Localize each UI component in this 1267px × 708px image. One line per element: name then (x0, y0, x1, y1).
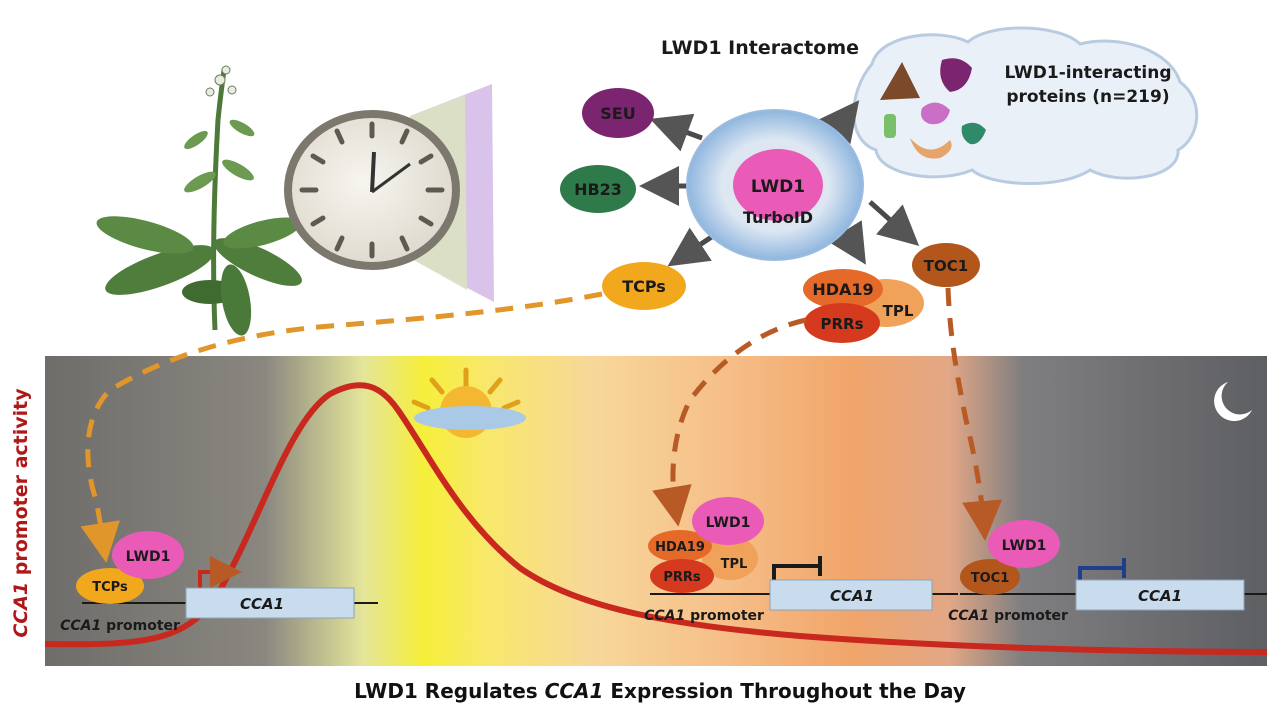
night-promoter-rest: promoter (989, 608, 1068, 624)
afternoon-promoter-label: CCA1 promoter (644, 608, 764, 624)
yaxis-gene: CCA1 (10, 582, 32, 638)
toc1-label: TOC1 (924, 257, 968, 275)
morning-tcps-label: TCPs (92, 580, 128, 595)
afternoon-lwd1-label: LWD1 (706, 515, 751, 531)
afternoon-gene-label: CCA1 (830, 587, 874, 605)
night-promoter-unit: CCA1 TOC1 LWD1 CCA1 promoter (948, 520, 1267, 624)
protein-hb23: HB23 (560, 165, 636, 213)
night-promoter-gene: CCA1 (948, 608, 989, 624)
interactome-arrows (639, 100, 920, 267)
protein-teal-icon (961, 122, 986, 145)
afternoon-prrs-label: PRRs (663, 570, 701, 585)
cloud-label-line2: proteins (n=219) (1006, 87, 1169, 107)
night-lwd1-label: LWD1 (1002, 538, 1047, 554)
hda19-label: HDA19 (812, 280, 873, 299)
morning-lwd1-label: LWD1 (126, 549, 171, 565)
moon-icon (1214, 382, 1252, 422)
sun-icon (411, 367, 526, 438)
caption-before: LWD1 Regulates (354, 679, 545, 703)
afternoon-promoter-rest: promoter (685, 608, 764, 624)
morning-promoter-rest: promoter (101, 618, 180, 634)
tcps-label: TCPs (622, 277, 666, 296)
figure-caption: LWD1 Regulates CCA1 Expression Throughou… (354, 679, 966, 703)
night-promoter-label: CCA1 promoter (948, 608, 1068, 624)
night-gene-label: CCA1 (1138, 587, 1182, 605)
protein-toc1: TOC1 (912, 243, 980, 287)
toc1-dashed-arrow (945, 287, 1003, 541)
night-repressed-marker (1078, 558, 1126, 583)
afternoon-gene-box (769, 579, 933, 611)
yaxis-rest: promoter activity (10, 388, 32, 582)
morning-promoter-label: CCA1 promoter (60, 618, 180, 634)
hb23-label: HB23 (574, 180, 622, 199)
yaxis-label: CCA1 promoter activity (10, 388, 32, 638)
night-gene-box (1075, 579, 1245, 611)
caption-gene: CCA1 (545, 679, 604, 703)
caption-after: Expression Throughout the Day (603, 679, 966, 703)
interactome-title: LWD1 Interactome (661, 37, 859, 59)
protein-brown-icon (880, 62, 920, 100)
afternoon-promoter-gene: CCA1 (644, 608, 685, 624)
afternoon-promoter-unit: CCA1 LWD1 HDA19 TPL PRRs CCA1 promoter (644, 497, 958, 624)
afternoon-tpl-label: TPL (721, 557, 748, 572)
tpl-label: TPL (883, 302, 914, 320)
morning-promoter-gene: CCA1 (60, 618, 101, 634)
morning-promoter-unit: CCA1 TCPs LWD1 CCA1 promoter (60, 531, 378, 634)
protein-orange-icon (910, 138, 952, 159)
morning-gene-box (185, 587, 355, 619)
night-toc1-label: TOC1 (971, 571, 1010, 586)
repressed-transcription-marker (772, 556, 822, 583)
afternoon-hda19-label: HDA19 (655, 540, 705, 555)
plant-illustration (96, 65, 302, 336)
protein-tcps: TCPs (602, 262, 686, 310)
clock-illustration (284, 84, 494, 302)
cloud-label-line1: LWD1-interacting (1004, 63, 1171, 83)
prrs-label: PRRs (820, 315, 863, 333)
morning-gene-label: CCA1 (240, 595, 284, 613)
prrs-dashed-arrow (652, 317, 807, 527)
protein-complex-hda19-tpl-prrs: HDA19 TPL PRRs (803, 269, 924, 343)
seu-label: SEU (600, 104, 635, 123)
lwd1-turboid-bait: LWD1 TurboID (686, 109, 864, 261)
bait-lwd1-label: LWD1 (751, 177, 805, 197)
interacting-proteins-cloud: LWD1-interacting proteins (n=219) (852, 26, 1199, 185)
bait-turboid-label: TurboID (743, 208, 813, 227)
protein-purple-icon (940, 58, 972, 92)
protein-green-icon (884, 114, 896, 138)
protein-seu: SEU (582, 88, 654, 138)
protein-pink-icon (921, 102, 950, 125)
